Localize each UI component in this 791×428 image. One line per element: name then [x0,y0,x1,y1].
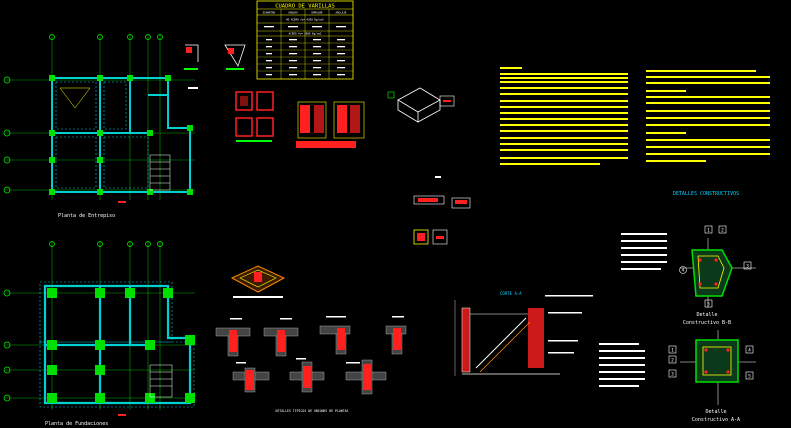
plan-top-columns [49,75,193,195]
detail-a-label-line-2: Constructivo A-A [692,417,740,423]
detail-a-label-line-1: Detalle [705,409,726,415]
isometric-slab-detail [387,87,455,123]
rebar-table-header-3: EMPALME [312,11,323,15]
plan-bottom-axis-bubbles [3,241,163,402]
detail-a-callout-3: 3 [671,372,674,378]
plan-bottom-stair [149,364,173,398]
plan-top-stair [59,87,171,191]
hook-details [184,44,246,89]
floor-plan-top: Planta de Entrepiso [3,34,195,219]
plan-bottom-north-mark [118,414,126,416]
detail-b-callout-2: 2 [721,228,724,234]
joint-detail-row-2 [232,358,387,395]
detail-b-notes [621,233,667,270]
detail-b-callouts [679,225,752,308]
plan-bottom-label: Planta de Fundaciones [45,421,108,427]
joint-details-caption: DETALLES TIPICOS DE UNIONES DE PLANTAS [276,409,349,413]
detail-b-callout-5: 5 [707,302,710,308]
typical-joint-details: DETALLES TIPICOS DE UNIONES DE PLANTAS [215,316,407,413]
floor-plan-bottom: Planta de Fundaciones [3,241,195,427]
detail-a-callout-2: 2 [671,358,674,364]
plan-bottom-footings [47,288,195,403]
rebar-table-title: CUADRO DE VARILLAS [275,4,335,10]
rebar-table-header-4: ANCLAJE [336,11,347,15]
detail-b-label-line-1: Detalle [696,312,717,318]
isometric-footing-detail [230,265,286,298]
constructive-details-header: DETALLES CONSTRUCTIVOS [673,191,739,197]
detail-a-a: 1 2 3 4 5 Detalle Constructivo A-A [599,330,756,423]
detail-b-b: 1 2 3 4 5 Detalle Constructivo B-B [621,225,756,326]
stair-section: CORTE A-A [454,291,593,376]
detail-a-callout-1: 1 [671,348,674,354]
detail-a-callout-5: 5 [748,374,751,380]
detail-b-callout-1: 1 [707,228,710,234]
slab-edge-details [413,176,471,245]
plan-top-axis-bubbles [3,34,163,194]
detail-b-label-line-2: Constructivo B-B [683,320,731,326]
detail-a-notes [599,343,645,387]
detail-b-callout-4: 4 [682,268,685,274]
rebar-table-section-1: #3 ACERO fy= 4200 Kg/cm2 [286,18,324,22]
detail-b-callout-3: 3 [746,264,749,270]
rebar-table-header-1: DIAMETRO [263,11,276,15]
specification-notes-right [646,70,770,162]
plan-bottom-hatch [39,281,195,408]
joint-detail-row-1 [215,316,407,357]
rebar-table-header-2: GANCHO [288,11,298,15]
detail-a-callouts [668,345,754,380]
rebar-table: CUADRO DE VARILLAS DIAMETRO GANCHO EMPAL… [256,0,354,80]
rebar-table-section-2: ACERO fy= 2800 Kg/cm2 [289,32,322,36]
plan-top-north-mark [118,201,126,203]
stair-section-label: CORTE A-A [500,291,522,296]
plan-top-hatch [55,81,149,189]
rebar-table-cell-marks [264,26,346,76]
specification-notes-left [500,67,628,165]
beam-section-details [235,91,365,148]
detail-a-callout-4: 4 [748,348,751,354]
plan-top-label: Planta de Entrepiso [58,213,115,219]
